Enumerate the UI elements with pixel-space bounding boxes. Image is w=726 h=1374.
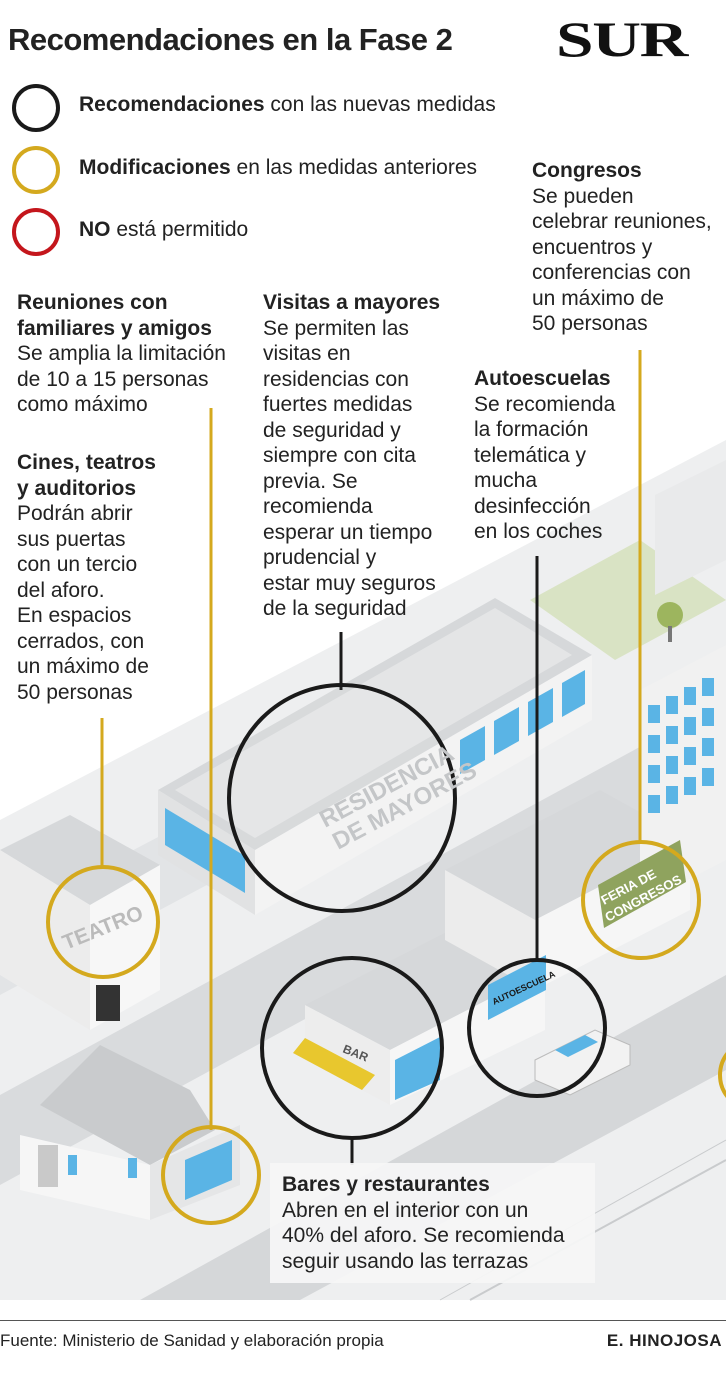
- circle-teatro: [46, 865, 160, 979]
- footer-divider: [0, 1320, 726, 1321]
- tree-trunk: [668, 626, 672, 642]
- note-reuniones-head: Reuniones con familiares y amigos: [17, 291, 212, 340]
- note-congresos-head: Congresos: [532, 159, 642, 182]
- footer-source: Fuente: Ministerio de Sanidad y elaborac…: [0, 1331, 384, 1350]
- note-cines-body: Podrán abrir sus puertas con un tercio d…: [17, 502, 149, 704]
- note-autoescuelas-body: Se recomienda la formación telemática y …: [474, 392, 616, 544]
- legend-circle-recommendation: [12, 84, 60, 132]
- note-visitas: Visitas a mayores Se permiten las visita…: [263, 290, 463, 622]
- legend-prohibited: NO está permitido: [79, 218, 249, 241]
- residencia-window-2: [494, 707, 519, 755]
- house-window: [68, 1155, 77, 1175]
- sur-logo: SUR: [556, 11, 688, 67]
- note-congresos-body: Se pueden celebrar reuniones, encuentros…: [532, 184, 712, 336]
- house-pool-window: [185, 1140, 232, 1200]
- legend-modification: Modificaciones en las medidas anteriores: [79, 156, 478, 179]
- circle-edge: [718, 1052, 726, 1098]
- page-title: Recomendaciones en la Fase 2: [8, 22, 453, 57]
- car-windshield: [555, 1035, 598, 1057]
- legend-circle-prohibited: [12, 208, 60, 256]
- circle-bar: [260, 956, 444, 1140]
- note-cines-head: Cines, teatros y auditorios: [17, 451, 156, 500]
- feria-sign-board: [598, 840, 686, 928]
- autoescuela-sign: [488, 955, 546, 1020]
- top-right-building: [655, 460, 726, 595]
- note-autoescuelas-head: Autoescuelas: [474, 367, 611, 390]
- residencia-window-4: [562, 670, 585, 717]
- note-visitas-head: Visitas a mayores: [263, 291, 441, 314]
- autoescuela-front: [445, 870, 535, 990]
- note-reuniones: Reuniones con familiares y amigos Se amp…: [17, 290, 242, 418]
- footer-author: E. HINOJOSA: [606, 1331, 722, 1350]
- note-bares-head: Bares y restaurantes: [282, 1173, 490, 1196]
- house-window-2: [128, 1158, 137, 1178]
- residencia-window-3: [528, 688, 553, 736]
- residencia-window-1: [460, 726, 485, 774]
- bar-awning: [293, 1038, 375, 1090]
- note-bares-box: [270, 1163, 595, 1283]
- tree: [657, 602, 683, 628]
- teatro-front: [0, 850, 90, 1030]
- note-bares-body: Abren en el interior con un 40% del afor…: [282, 1198, 565, 1273]
- house-roof: [40, 1045, 215, 1165]
- autoescuela-roof: [445, 790, 690, 920]
- note-cines: Cines, teatros y auditorios Podrán abrir…: [17, 450, 197, 705]
- teatro-roof: [0, 815, 160, 905]
- feria-windows: [648, 678, 714, 813]
- bar-window: [395, 1037, 440, 1100]
- note-autoescuelas: Autoescuelas Se recomienda la formación …: [474, 366, 644, 545]
- note-visitas-body: Se permiten las visitas en residencias c…: [263, 316, 436, 621]
- note-congresos: Congresos Se pueden celebrar reuniones, …: [532, 158, 726, 337]
- note-bares: Bares y restaurantes Abren en el interio…: [282, 1172, 592, 1274]
- circle-residencia: [227, 683, 457, 913]
- teatro-door: [96, 985, 120, 1021]
- legend-recommendation: Recomendaciones con las nuevas medidas: [79, 93, 496, 116]
- house-garage: [38, 1145, 58, 1187]
- residencia-roof-inner: [175, 608, 572, 838]
- residencia-window-side: [165, 808, 245, 893]
- driving-school-car: [534, 1029, 631, 1096]
- circle-house: [161, 1125, 261, 1225]
- circle-autoescuela: [467, 958, 607, 1098]
- note-reuniones-body: Se amplia la limitación de 10 a 15 perso…: [17, 342, 226, 416]
- circle-congresos: [581, 840, 701, 960]
- legend-circle-modification: [12, 146, 60, 194]
